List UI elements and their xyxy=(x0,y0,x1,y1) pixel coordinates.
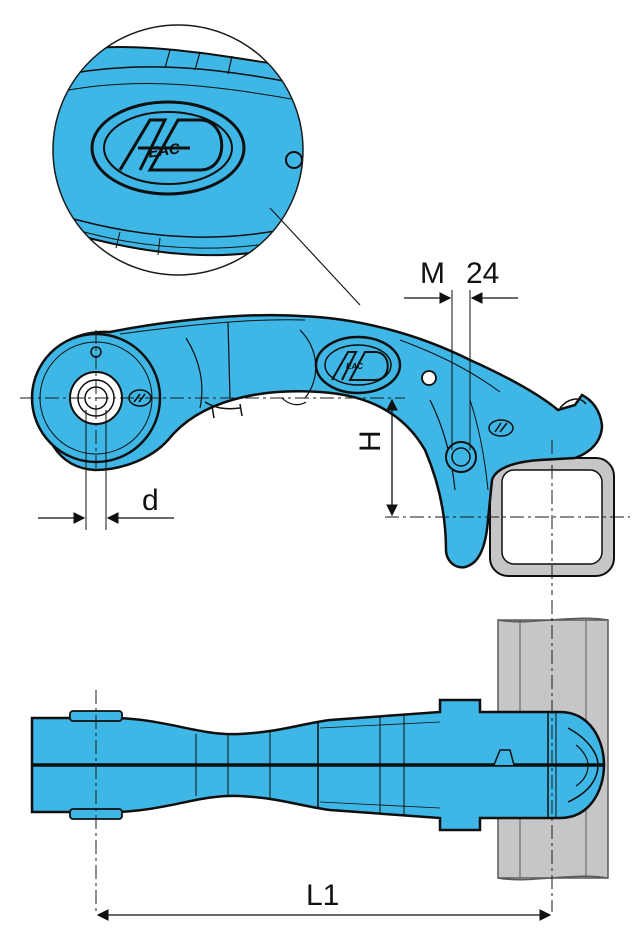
dimension-m-label: M xyxy=(420,257,445,290)
dimension-m24: M 24 xyxy=(404,257,518,450)
side-view: EAC H xyxy=(20,257,630,595)
logo-mark xyxy=(118,118,224,172)
dimension-h-label: H xyxy=(354,430,387,452)
dimension-h: H xyxy=(354,398,398,517)
split-tab xyxy=(493,749,515,766)
logo-text: EAC xyxy=(147,140,182,161)
detail-leader-line xyxy=(269,207,361,306)
locating-hole xyxy=(421,370,437,386)
arm-logo-text: EAC xyxy=(346,362,363,371)
bolt-head xyxy=(445,441,477,473)
hook-tip xyxy=(559,398,587,409)
dimension-l1: L1 xyxy=(96,879,552,921)
dimension-d-label: d xyxy=(142,484,159,517)
dimension-24-label: 24 xyxy=(466,257,499,290)
arm-logo: EAC xyxy=(314,335,402,395)
magnifier-circle xyxy=(52,24,304,276)
arm-body xyxy=(38,313,604,569)
dimension-d: d xyxy=(38,410,174,530)
small-logo-right xyxy=(488,419,514,437)
magnified-detail: EAC xyxy=(52,24,361,306)
top-view: L1 xyxy=(30,600,609,921)
dimension-l1-label: L1 xyxy=(306,879,339,912)
